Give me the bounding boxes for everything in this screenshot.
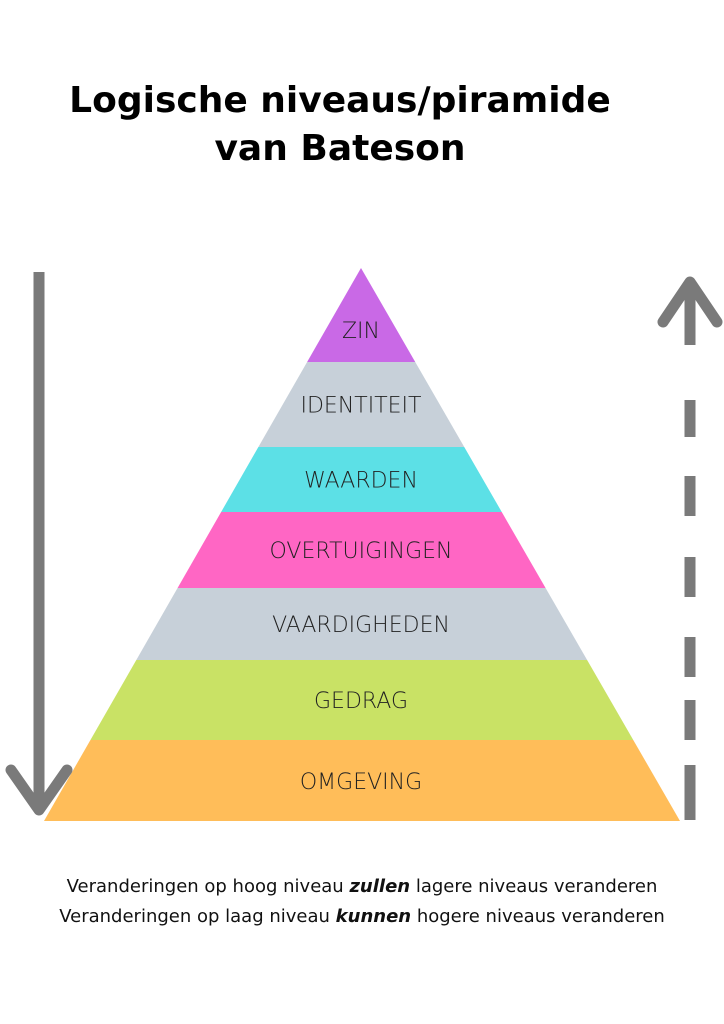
pyramid-label: VAARDIGHEDEN bbox=[272, 613, 450, 638]
dashed-up-arrow bbox=[657, 276, 723, 820]
pyramid-label: WAARDEN bbox=[304, 469, 418, 494]
pyramid-label: GEDRAG bbox=[314, 689, 408, 714]
title-line-1: Logische niveaus/piramide bbox=[69, 80, 611, 121]
pyramid-label: IDENTITEIT bbox=[301, 394, 422, 419]
pyramid-label: OMGEVING bbox=[300, 770, 422, 795]
pyramid-band-gedrag bbox=[44, 660, 680, 740]
pyramid-band-zin bbox=[44, 268, 680, 362]
pyramid-band-omgeving bbox=[44, 740, 680, 821]
footer-line-1: Veranderingen op hoog niveau zullen lage… bbox=[66, 876, 658, 897]
pyramid-label: OVERTUIGINGEN bbox=[270, 539, 453, 564]
title-line-2: van Bateson bbox=[214, 128, 466, 169]
down-arrow bbox=[5, 272, 73, 816]
pyramid-label: ZIN bbox=[342, 319, 380, 344]
footer-line-2: Veranderingen op laag niveau kunnen hoge… bbox=[59, 906, 665, 927]
